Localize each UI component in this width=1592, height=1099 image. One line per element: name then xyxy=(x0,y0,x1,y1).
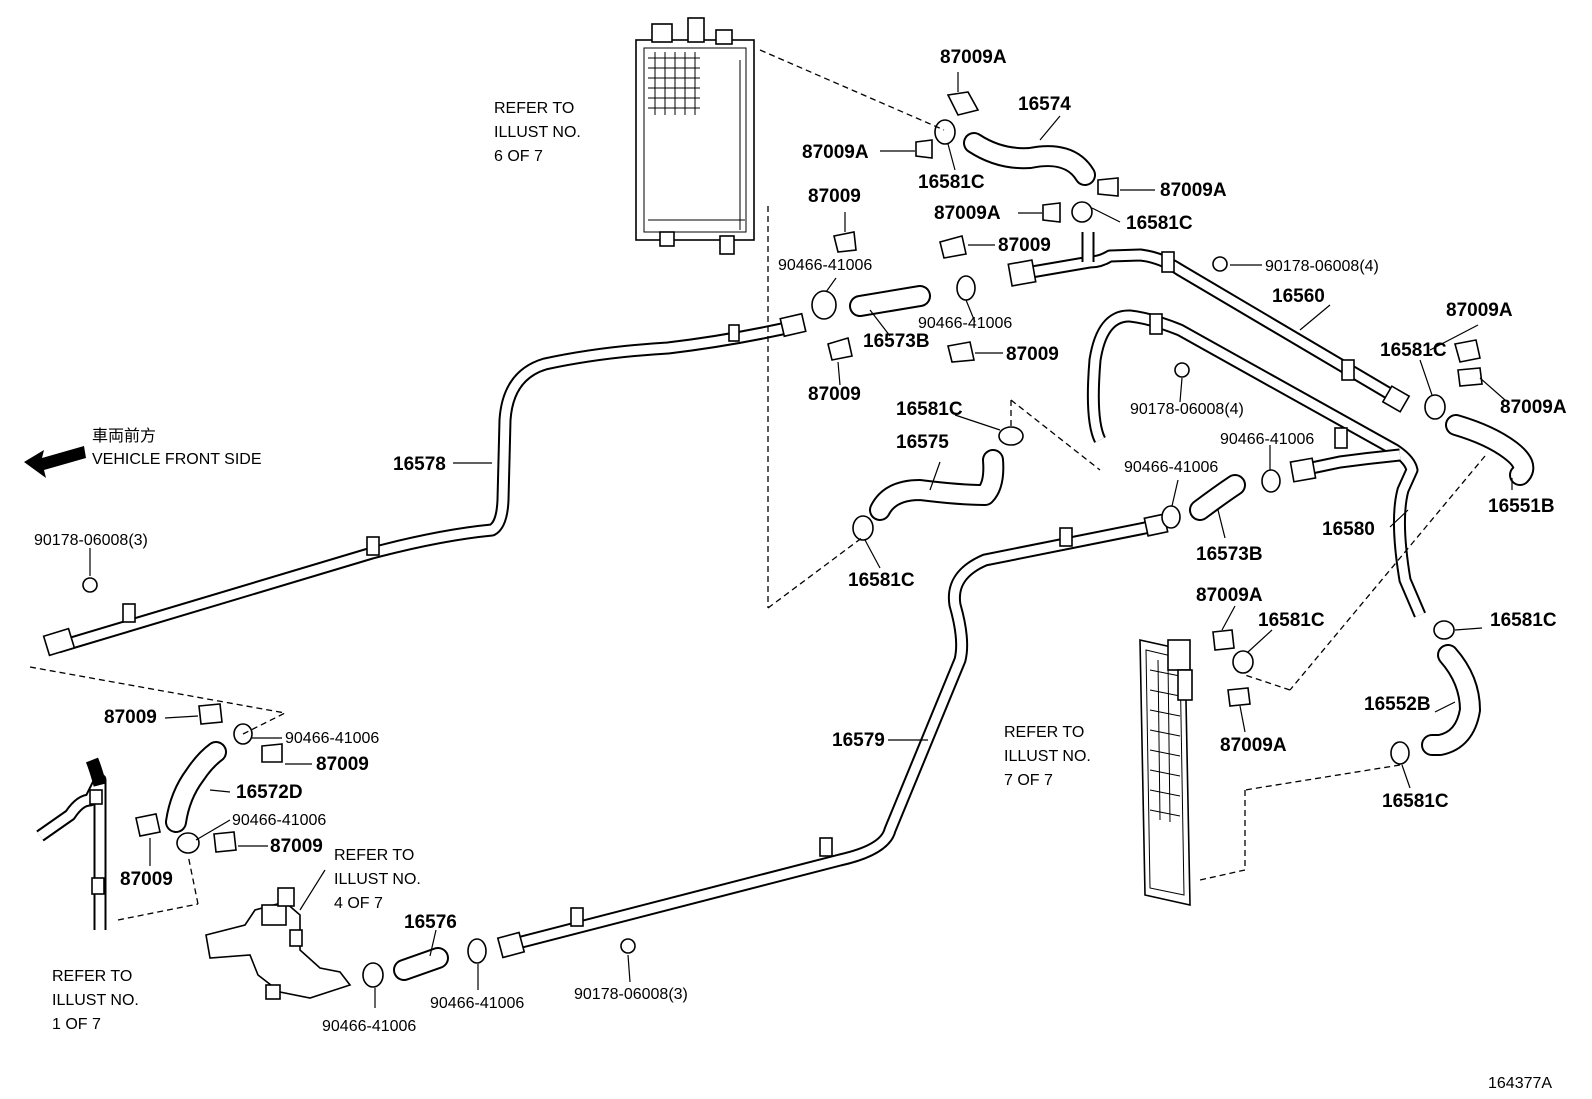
label-87009: 87009 xyxy=(316,754,369,775)
label-87009a: 87009A xyxy=(802,142,869,163)
label-87009: 87009 xyxy=(808,384,861,405)
label-16581c: 16581C xyxy=(1380,340,1447,361)
label-87009: 87009 xyxy=(998,235,1051,256)
ref-6-line3: 6 OF 7 xyxy=(494,148,543,165)
pipe-16578 xyxy=(42,312,807,657)
ref-1-line1: REFER TO xyxy=(52,968,132,985)
label-16581c: 16581C xyxy=(1126,213,1193,234)
label-16581c: 16581C xyxy=(918,172,985,193)
hose-16573b-a xyxy=(849,285,931,317)
direction-japanese: 車両前方 xyxy=(92,427,156,445)
ref-4-line1: REFER TO xyxy=(334,847,414,864)
label-16578: 16578 xyxy=(393,454,446,475)
clamp-16581c xyxy=(852,119,1455,765)
ref-7-line2: ILLUST NO. xyxy=(1004,748,1091,765)
label-90466-41006: 90466-41006 xyxy=(918,315,1012,332)
label-90466-41006: 90466-41006 xyxy=(322,1018,416,1035)
label-90466-41006: 90466-41006 xyxy=(1124,459,1218,476)
label-16580: 16580 xyxy=(1322,519,1375,540)
radiator-bottom xyxy=(1139,638,1193,907)
hose-16575 xyxy=(869,449,1005,521)
pipe-16579 xyxy=(496,513,1169,959)
ref-1-line2: ILLUST NO. xyxy=(52,992,139,1009)
label-87009: 87009 xyxy=(120,869,173,890)
direction-english: VEHICLE FRONT SIDE xyxy=(92,451,262,468)
label-16573b: 16573B xyxy=(1196,544,1263,565)
ref-6-line2: ILLUST NO. xyxy=(494,124,581,141)
label-16581c: 16581C xyxy=(1258,610,1325,631)
label-87009a: 87009A xyxy=(1446,300,1513,321)
label-16576: 16576 xyxy=(404,912,457,933)
ref-6-line1: REFER TO xyxy=(494,100,574,117)
radiator-top xyxy=(635,17,755,255)
label-87009a: 87009A xyxy=(1160,180,1227,201)
label-90466-41006: 90466-41006 xyxy=(430,995,524,1012)
ref-4-line3: 4 OF 7 xyxy=(334,895,383,912)
water-valve xyxy=(205,887,352,1000)
pipe-16580 xyxy=(1086,309,1426,618)
label-16552b: 16552B xyxy=(1364,694,1431,715)
label-16551b: 16551B xyxy=(1488,496,1555,517)
label-87009a: 87009A xyxy=(940,47,1007,68)
pipe-16560 xyxy=(1007,232,1411,413)
label-16579: 16579 xyxy=(832,730,885,751)
hose-16576 xyxy=(393,947,449,981)
hose-16573b-b xyxy=(1189,474,1246,521)
clamp-90466 xyxy=(176,275,1281,988)
label-87009: 87009 xyxy=(1006,344,1059,365)
label-90178-06008: 90178-06008(3) xyxy=(34,532,148,549)
label-87009a: 87009A xyxy=(1196,585,1263,606)
pipe-illust-1 xyxy=(36,757,107,930)
label-87009: 87009 xyxy=(808,186,861,207)
ref-4-line2: ILLUST NO. xyxy=(334,871,421,888)
label-16581c: 16581C xyxy=(896,399,963,420)
label-87009a: 87009A xyxy=(934,203,1001,224)
label-16560: 16560 xyxy=(1272,286,1325,307)
label-90178-06008: 90178-06008(4) xyxy=(1130,401,1244,418)
label-90178-06008: 90178-06008(3) xyxy=(574,986,688,1003)
ref-7-line1: REFER TO xyxy=(1004,724,1084,741)
label-90466-41006: 90466-41006 xyxy=(778,257,872,274)
label-16572d: 16572D xyxy=(236,782,303,803)
ref-1-line3: 1 OF 7 xyxy=(52,1016,101,1033)
label-87009: 87009 xyxy=(270,836,323,857)
label-16581c: 16581C xyxy=(1490,610,1557,631)
vehicle-front-arrow-icon xyxy=(24,446,86,478)
label-16574: 16574 xyxy=(1018,94,1071,115)
dashed-refs xyxy=(29,49,1486,921)
label-90178-06008: 90178-06008(4) xyxy=(1265,258,1379,275)
holder-87009 xyxy=(135,91,1483,853)
leader-lines xyxy=(89,72,1513,1008)
hose-16574 xyxy=(963,132,1096,186)
label-90466-41006: 90466-41006 xyxy=(285,730,379,747)
label-16575: 16575 xyxy=(896,432,949,453)
ref-7-line3: 7 OF 7 xyxy=(1004,772,1053,789)
hose-16551b xyxy=(1445,414,1535,486)
label-87009: 87009 xyxy=(104,707,157,728)
hose-16572d xyxy=(165,741,227,833)
hose-16552b xyxy=(1421,644,1481,756)
label-87009a: 87009A xyxy=(1220,735,1287,756)
figure-id: 164377A xyxy=(1488,1075,1552,1092)
label-16581c: 16581C xyxy=(848,570,915,591)
label-16573b: 16573B xyxy=(863,331,930,352)
label-16581c: 16581C xyxy=(1382,791,1449,812)
label-90466-41006: 90466-41006 xyxy=(1220,431,1314,448)
nut-90178 xyxy=(82,256,1228,954)
label-87009a: 87009A xyxy=(1500,397,1567,418)
label-90466-41006: 90466-41006 xyxy=(232,812,326,829)
